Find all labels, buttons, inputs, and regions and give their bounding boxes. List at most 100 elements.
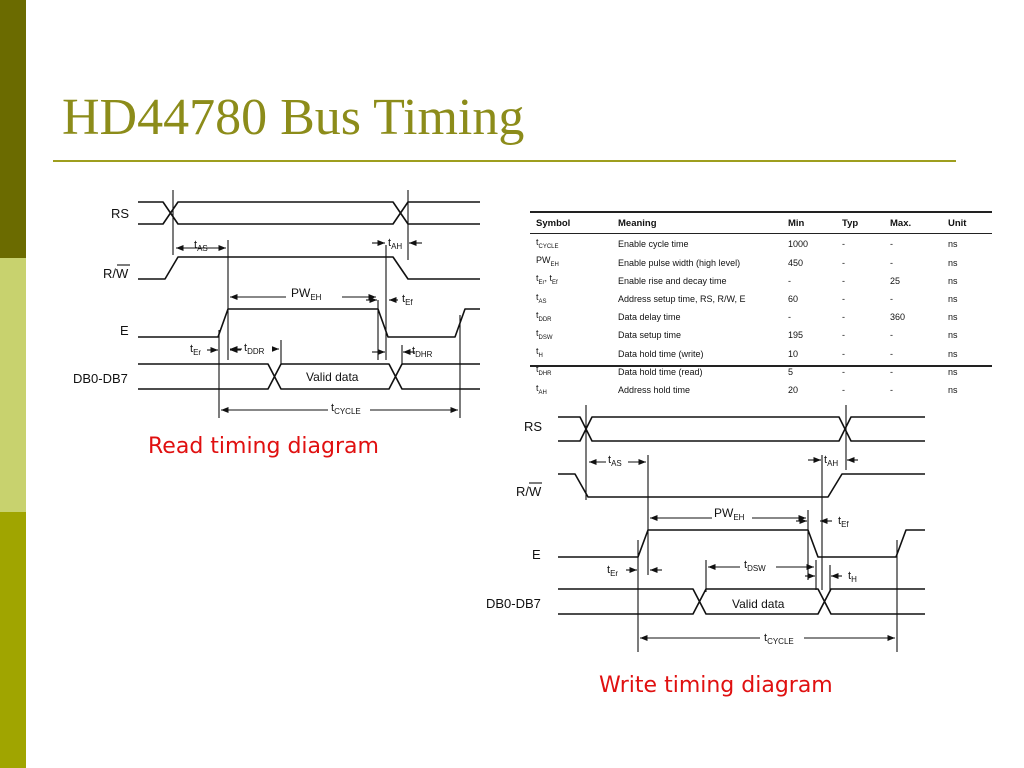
cell-max: - [890,257,893,268]
write-th-label: tH [848,570,857,584]
symbol-subscript: Ef [552,280,558,287]
symbol-subscript: DDR [538,316,552,323]
cell-meaning: Address setup time, RS, R/W, E [618,294,746,304]
write-guide-lines [585,405,898,652]
cell-unit: ns [948,312,958,323]
symbol-text: PW [536,255,551,266]
cell-typ: - [842,348,845,359]
read-rs-label: RS [111,206,129,221]
col-typ: Typ [836,211,884,234]
sidebar-band-light [0,258,26,512]
cell-unit: ns [948,239,958,250]
symbol-text: t [536,309,539,320]
symbol-subscript: DHR [538,371,552,378]
cell-symbol: tDDR [530,309,612,327]
cell-typ: - [842,239,845,250]
cell-typ: - [842,257,845,268]
read-tef-label: tEf [402,293,413,307]
cell-symbol: tH [530,345,612,363]
cell-min: 10 [788,348,799,359]
sidebar-stripe [0,0,26,768]
symbol-subscript: H [538,353,543,360]
cell-symbol: tCYCLE [530,234,612,255]
read-e-wave [138,308,480,338]
cell-meaning: Data hold time (write) [618,348,704,359]
table-row: PWEH Enable pulse width (high level) 450 - -… [530,254,992,272]
cell-min: - [788,275,791,286]
read-caption: Read timing diagram [148,434,379,459]
cell-max: - [890,239,893,250]
cell-unit: ns [948,348,958,359]
write-ter-label: tEr [607,564,618,578]
write-e-label: E [532,547,541,562]
symbol-text: t [536,346,539,357]
cell-typ: - [842,294,845,304]
col-symbol: Symbol [530,211,612,234]
slide-title: HD44780 Bus Timing [62,89,525,146]
symbol-text: t [536,382,539,393]
write-db-wave [558,588,925,615]
cell-min: - [788,312,791,323]
write-rs-wave [558,416,925,442]
symbol-text: t [536,328,539,339]
cell-unit: ns [948,330,958,341]
read-db-wave [138,363,480,390]
col-min: Min [782,211,836,234]
read-rw-label: R/W [103,266,129,281]
cell-min: 450 [788,257,804,268]
read-db-label: DB0-DB7 [73,371,128,386]
cell-max: - [890,385,893,396]
cell-typ: - [842,330,845,341]
read-e-label: E [120,323,129,338]
symbol-text: , t [544,273,553,284]
cell-unit: ns [948,275,958,286]
cell-unit: ns [948,257,958,268]
symbol-subscript: EH [550,262,559,268]
symbol-subscript: AH [538,389,547,396]
cell-min: 60 [788,294,799,304]
col-meaning: Meaning [612,211,782,234]
cell-symbol: tEr, tEf [530,272,612,290]
cell-meaning: Enable pulse width (high level) [618,257,741,268]
symbol-text: t [536,364,539,375]
cell-typ: - [842,366,845,377]
write-tef-label: tEf [838,515,849,529]
cell-typ: - [842,385,845,396]
cell-symbol: tDSW [530,327,612,345]
cell-unit: ns [948,385,958,396]
cell-max: - [890,348,893,359]
sidebar-band-mid [0,512,26,768]
cell-meaning: Enable rise and decay time [618,275,727,286]
symbol-subscript: CYCLE [538,243,559,250]
sidebar-band-dark [0,0,26,258]
read-valid-data-label: Valid data [306,370,359,384]
col-unit: Unit [942,211,992,234]
write-valid-data-label: Valid data [732,597,785,611]
write-e-wave [558,529,925,558]
symbol-subscript: DSW [538,334,553,341]
cell-min: 20 [788,385,799,396]
cell-max: - [890,366,893,377]
cell-typ: - [842,312,845,323]
title-underline [53,160,956,162]
cell-unit: ns [948,366,958,377]
cell-meaning: Data setup time [618,330,682,341]
symbol-text: t [536,237,539,247]
cell-max: 360 [890,312,906,323]
cell-typ: - [842,275,845,286]
table-bottom-rule [530,365,992,367]
symbol-subscript: Er [538,280,545,287]
cell-min: 1000 [788,239,809,250]
col-max: Max. [884,211,942,234]
symbol-text: t [536,273,539,284]
table-row: tH Data hold time (write) 10 - - ns [530,345,992,363]
